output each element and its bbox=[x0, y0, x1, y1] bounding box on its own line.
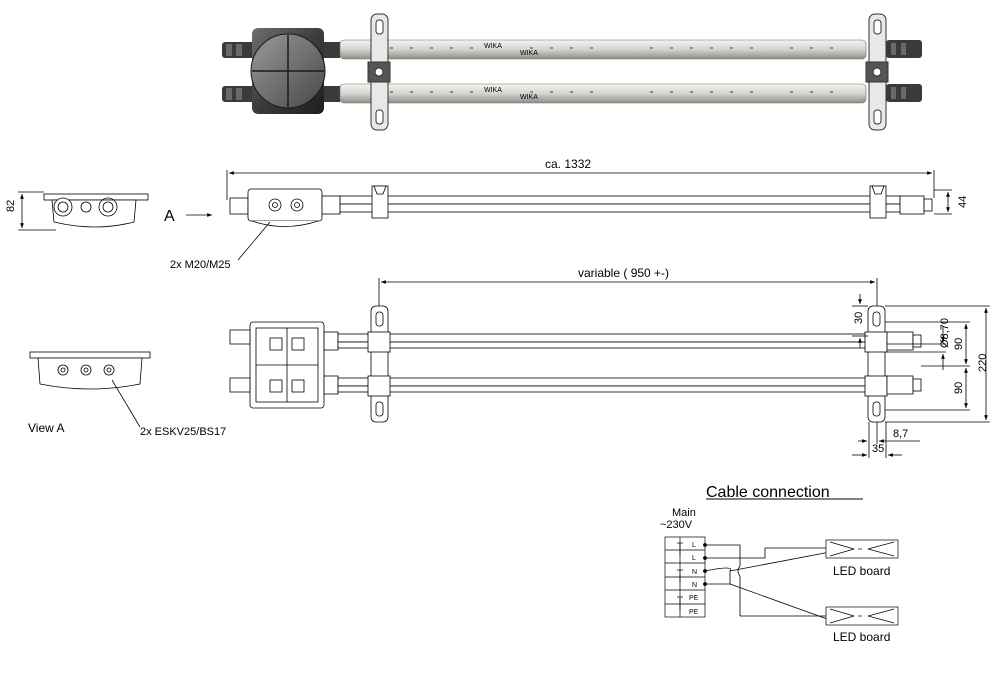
view-marker-a: A bbox=[164, 208, 175, 225]
left-connectors bbox=[222, 42, 256, 102]
brand-mark-4: WIKA bbox=[520, 50, 538, 57]
dim-side-height: 82 bbox=[5, 200, 17, 212]
dim-tube-height: 44 bbox=[957, 196, 969, 208]
connector-label: 2x ESKV25/BS17 bbox=[140, 426, 226, 438]
side-view bbox=[18, 170, 952, 261]
junction-box-render bbox=[250, 28, 326, 114]
end-view-lower bbox=[29, 351, 151, 390]
gland-label: 2x M20/M25 bbox=[170, 259, 231, 271]
led-board-label-2: LED board bbox=[833, 630, 890, 644]
terminal-label-6: PE bbox=[689, 609, 699, 616]
assembly-render: WIKA WIKA WIKA WIKA bbox=[222, 13, 922, 131]
brand-mark-3: WIKA bbox=[520, 94, 538, 101]
wiring bbox=[703, 543, 831, 621]
bracket-render-left bbox=[367, 13, 391, 131]
led-board-1 bbox=[825, 539, 899, 559]
dim-total-height: 220 bbox=[977, 354, 989, 372]
led-board-2 bbox=[825, 606, 899, 626]
terminal-block bbox=[664, 536, 706, 618]
dim-clamp-offset: 30 bbox=[853, 312, 865, 324]
dim-bracket-width: 35 bbox=[872, 443, 884, 455]
brand-mark-2: WIKA bbox=[484, 87, 502, 94]
dim-variable: variable ( 950 +-) bbox=[578, 266, 669, 280]
right-connectors bbox=[886, 40, 922, 102]
terminal-label-1: L bbox=[692, 542, 696, 549]
cable-connection: Cable connection Main ~230V L L N N PE P… bbox=[660, 484, 899, 644]
terminal-label-3: N bbox=[692, 569, 697, 576]
dim-overall-length: ca. 1332 bbox=[545, 157, 591, 171]
brand-mark-1: WIKA bbox=[484, 43, 502, 50]
end-view-upper bbox=[43, 193, 149, 228]
top-view bbox=[29, 278, 990, 458]
box-glands-render bbox=[324, 42, 340, 102]
main-label-line1: Main bbox=[672, 507, 696, 519]
cable-title: Cable connection bbox=[706, 484, 830, 501]
terminal-label-4: N bbox=[692, 582, 697, 589]
led-tube-render-lower bbox=[339, 83, 867, 104]
dim-spacing-lower: 90 bbox=[953, 382, 965, 394]
dim-bracket-small: 8,7 bbox=[893, 428, 908, 440]
bracket-render-right bbox=[865, 13, 889, 131]
main-label-line2: ~230V bbox=[660, 519, 693, 531]
dim-tube-diameter: Ø8,70 bbox=[939, 318, 951, 348]
terminal-label-2: L bbox=[692, 555, 696, 562]
view-a-label: View A bbox=[28, 421, 64, 435]
terminal-label-5: PE bbox=[689, 595, 699, 602]
led-tube-render-upper bbox=[339, 39, 867, 60]
dim-spacing-upper: 90 bbox=[953, 338, 965, 350]
led-board-label-1: LED board bbox=[833, 564, 890, 578]
